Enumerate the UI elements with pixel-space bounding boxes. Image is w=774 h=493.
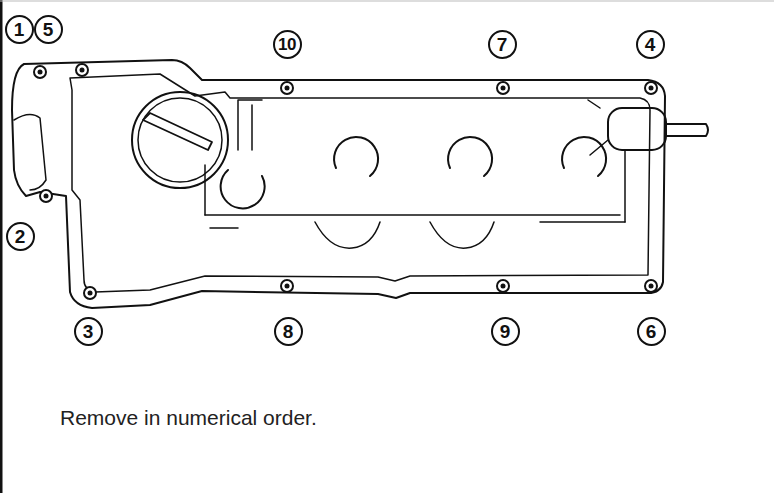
plug-opening — [562, 137, 606, 176]
bolt-center — [649, 284, 654, 289]
callout-number: 9 — [500, 322, 511, 341]
cap-tab — [143, 113, 212, 150]
callout-number: 10 — [278, 36, 296, 53]
callout-number: 5 — [43, 20, 54, 39]
callout-number: 6 — [646, 322, 657, 341]
cover-ridge — [205, 150, 625, 222]
cover-flange — [70, 74, 650, 292]
bolt-center — [501, 284, 506, 289]
callout-circle: 1 — [5, 15, 34, 44]
bolt-holes — [34, 64, 657, 299]
bolt-center — [649, 86, 654, 91]
frame-line — [0, 0, 3, 493]
callout-circle: 5 — [34, 15, 63, 44]
bolt — [84, 287, 96, 299]
bolt-center — [38, 70, 43, 75]
bolt — [40, 190, 52, 202]
bolt-center — [501, 86, 506, 91]
frame-line — [0, 1, 774, 2]
bolt — [497, 82, 509, 94]
callout-circle: 6 — [637, 317, 666, 346]
cover-ridge — [205, 215, 625, 248]
callout-number: 3 — [83, 322, 94, 341]
callout-number: 7 — [497, 35, 508, 54]
bolt-center — [80, 68, 85, 73]
callout-number: 1 — [14, 20, 25, 39]
callout-circle: 10 — [273, 30, 302, 59]
pcv-valve — [608, 108, 666, 150]
cover-rib — [238, 100, 262, 150]
bolt — [76, 64, 88, 76]
callout-circle: 8 — [274, 317, 303, 346]
callout-number: 4 — [645, 35, 656, 54]
callout-circle: 9 — [491, 317, 520, 346]
bolt — [281, 280, 293, 292]
bolt — [34, 66, 46, 78]
bolt — [645, 82, 657, 94]
bolt-centers — [38, 68, 654, 296]
bolt-center — [285, 86, 290, 91]
callout-circle: 7 — [488, 30, 517, 59]
cover-rib — [588, 100, 608, 155]
oil-filler-cap — [132, 92, 228, 188]
plug-opening — [221, 170, 265, 208]
bolt — [281, 82, 293, 94]
plug-opening — [448, 137, 492, 176]
pcv-pipe — [666, 124, 708, 136]
bolt-center — [44, 194, 49, 199]
callout-number: 8 — [283, 322, 294, 341]
caption-text: Remove in numerical order. — [60, 406, 317, 430]
bolt-center — [285, 284, 290, 289]
bolt — [645, 280, 657, 292]
oil-filler-cap — [138, 98, 222, 182]
cover-outline — [12, 60, 665, 308]
bolt — [497, 280, 509, 292]
callout-circle: 2 — [6, 222, 35, 251]
callout-circle: 4 — [636, 30, 665, 59]
cover-end — [14, 114, 46, 190]
bolt-center — [88, 291, 93, 296]
callout-number: 2 — [15, 227, 26, 246]
plug-opening — [334, 137, 378, 176]
callout-circle: 3 — [74, 317, 103, 346]
